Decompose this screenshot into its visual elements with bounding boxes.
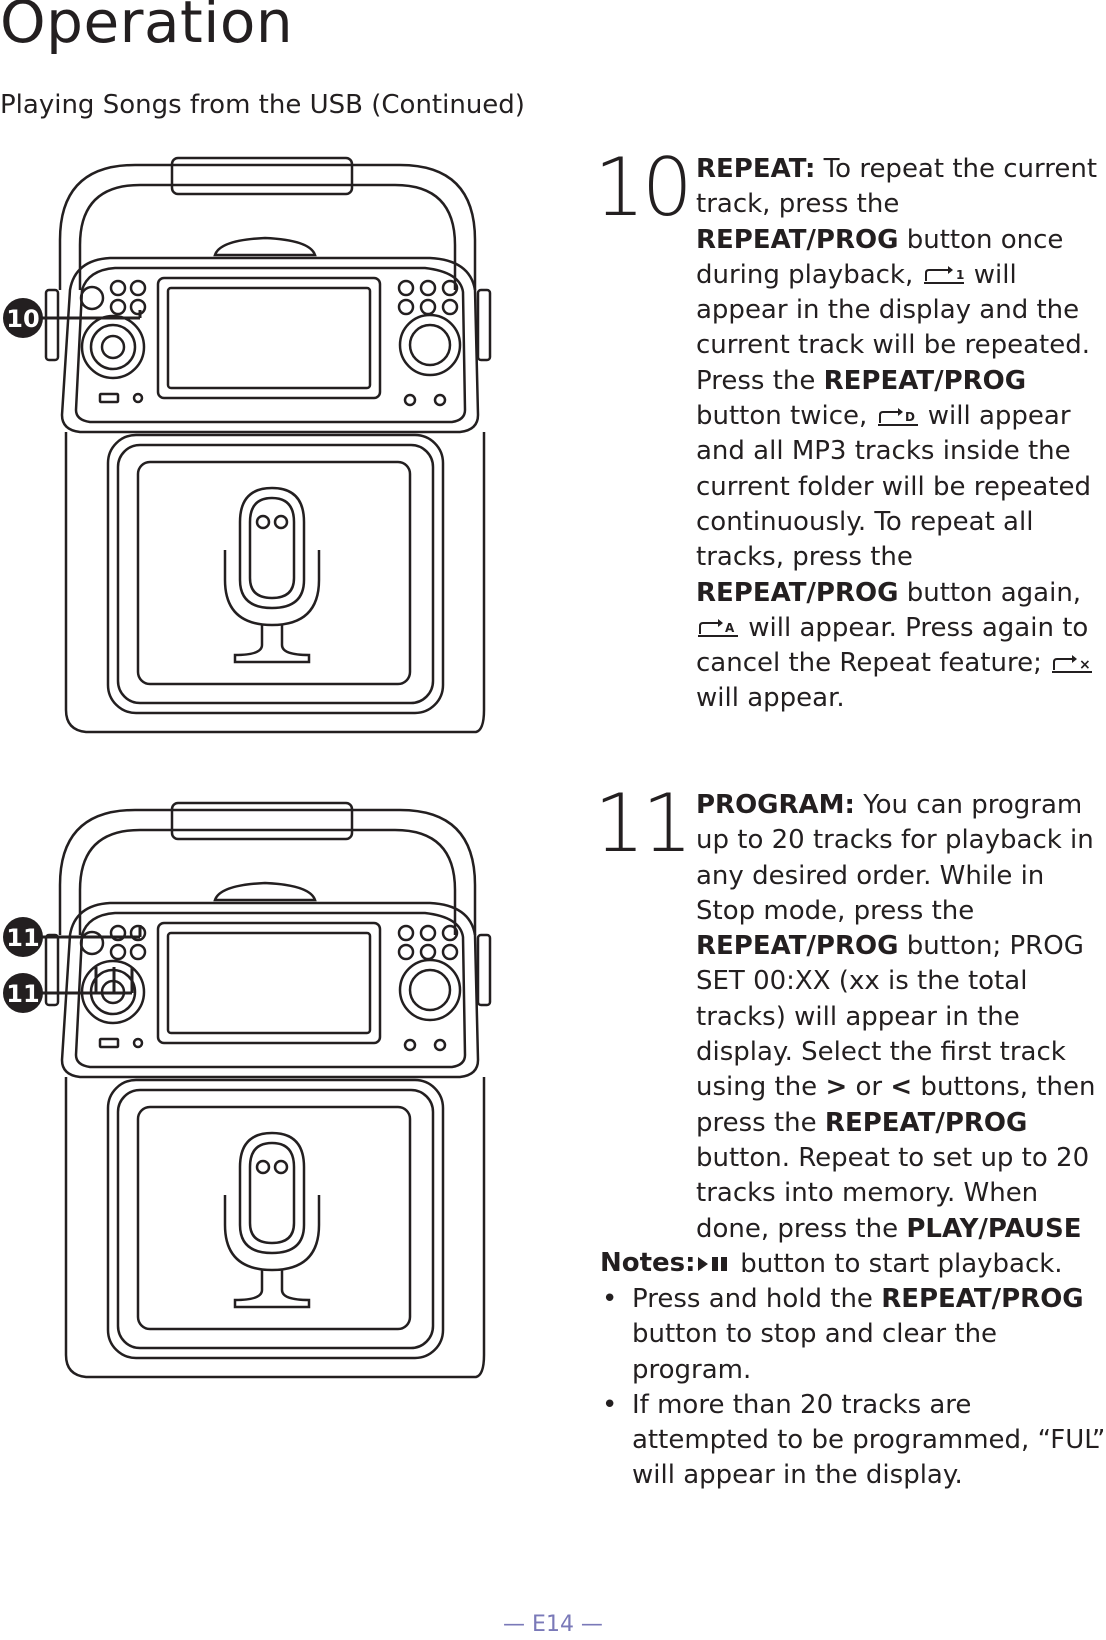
previous-icon: <: [890, 1072, 913, 1103]
step10-text-4: button twice,: [696, 401, 876, 432]
callout-step11-upper: 11: [3, 917, 142, 957]
callout-label-11a: 11: [6, 924, 39, 952]
page-number: — E14 —: [503, 1612, 603, 1637]
note1-text-1: Press and hold the: [632, 1284, 882, 1314]
step10-text-7: will appear. Press again to cancel the R…: [696, 612, 1089, 679]
step-number-10: 10: [594, 141, 693, 234]
note2-text: If more than 20 tracks are attempted to …: [632, 1389, 1106, 1491]
step11-button-ref-2: REPEAT/PROG: [824, 1107, 1028, 1138]
svg-text:A: A: [725, 621, 735, 635]
step11-keyword: PROGRAM:: [696, 790, 855, 820]
callout-label-10: 10: [6, 305, 39, 333]
section-subtitle: Playing Songs from the USB (Continued): [0, 90, 525, 120]
note1-text-2: button to stop and clear the program.: [632, 1319, 998, 1385]
repeat-one-icon: 1: [923, 266, 964, 285]
step10-text-8: will appear.: [696, 683, 845, 714]
note-item-2: • If more than 20 tracks are attempted to…: [600, 1388, 1106, 1494]
step11-text-2: button; PROG SET 00:XX (xx is the total …: [696, 931, 1084, 1103]
step10-description: REPEAT: To repeat the current track, pre…: [696, 152, 1106, 717]
step10-text-5: will appear and all MP3 tracks inside th…: [696, 401, 1092, 573]
svg-text:×: ×: [1079, 657, 1091, 673]
callout-step10: 10: [3, 298, 142, 338]
callout-label-11b: 11: [6, 980, 39, 1008]
play-pause-icon: [698, 1257, 727, 1272]
note1-button-ref: REPEAT/PROG: [881, 1284, 1084, 1314]
next-icon: >: [825, 1072, 848, 1103]
step10-keyword: REPEAT:: [696, 154, 816, 184]
karaoke-machine-illustration-step10: 10: [3, 156, 492, 734]
step10-text-1: To repeat the current track, press the: [696, 154, 1098, 220]
notes-heading: Notes:: [600, 1248, 696, 1278]
step11-text-4: buttons, then press the: [696, 1072, 1096, 1138]
notes-list: • Press and hold the REPEAT/PROG button t…: [600, 1282, 1106, 1494]
step11-description: PROGRAM: You can program up to 20 tracks…: [696, 788, 1106, 1282]
step11-text-5: button. Repeat to set up to 20 tracks in…: [696, 1142, 1090, 1244]
step10-button-ref-1: REPEAT/PROG: [696, 224, 899, 255]
svg-text:1: 1: [956, 268, 964, 282]
step11-text-1: You can program up to 20 tracks for play…: [696, 790, 1094, 926]
page-title: Operation: [0, 0, 294, 56]
repeat-folder-icon: D: [877, 407, 918, 426]
callout-step11-lower: 11: [3, 967, 134, 1013]
step11-text-3: or: [847, 1072, 891, 1103]
repeat-all-icon: A: [698, 619, 738, 638]
step10-text-2: button once during playback,: [696, 224, 1064, 290]
karaoke-machine-illustration-step11: 11 11: [3, 801, 492, 1379]
step10-text-3: will appear in the display and the curre…: [696, 259, 1090, 396]
step11-button-ref-1: REPEAT/PROG: [696, 931, 899, 962]
note-item-1: • Press and hold the REPEAT/PROG button t…: [600, 1282, 1106, 1388]
step10-button-ref-3: REPEAT/PROG: [696, 577, 899, 608]
step10-text-6: button again,: [898, 577, 1082, 608]
bullet: •: [602, 1284, 618, 1314]
step11-text-6: button to start playback.: [732, 1248, 1063, 1279]
repeat-off-icon: ×: [1052, 654, 1093, 673]
svg-text:D: D: [905, 410, 915, 424]
step-number-11: 11: [594, 777, 693, 870]
step11-button-ref-3: PLAY/PAUSE: [906, 1213, 1082, 1244]
step10-button-ref-2: REPEAT/PROG: [823, 365, 1027, 396]
bullet: •: [602, 1389, 618, 1420]
